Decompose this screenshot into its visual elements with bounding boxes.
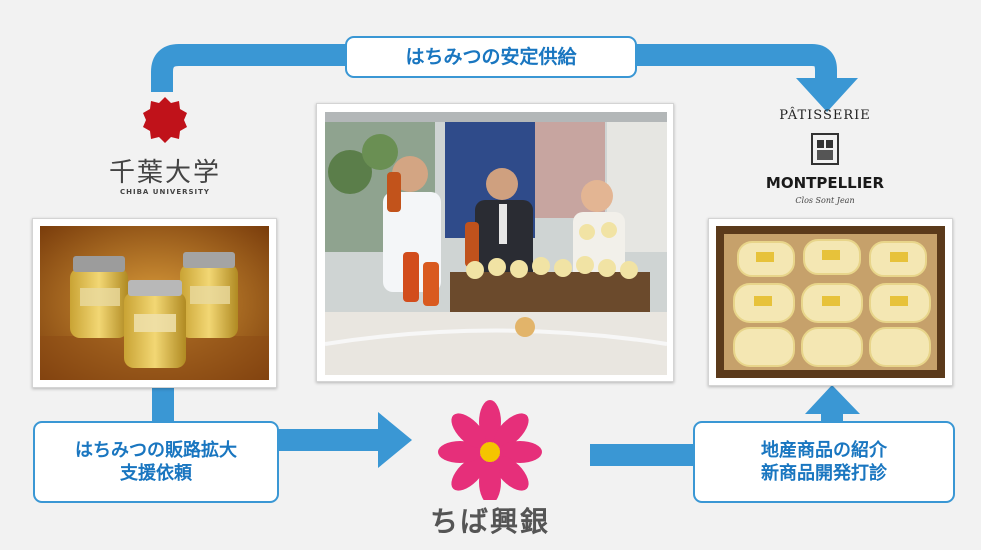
stable-supply-label: はちみつの安定供給 — [345, 36, 637, 78]
chiba-university-emblem — [143, 97, 187, 143]
montpellier-emblem — [811, 133, 839, 165]
sales-expansion-request-label: はちみつの販路拡大 支援依頼 — [33, 421, 279, 503]
chibakogin-logo: ちば興銀 — [405, 400, 575, 540]
sales-expansion-line1: はちみつの販路拡大 — [75, 439, 237, 461]
top-supply-arrowhead — [796, 78, 858, 112]
montpellier-name: MONTPELLIER — [765, 174, 885, 192]
right-intro-arrowhead — [805, 385, 860, 414]
honey-jars-photo — [32, 218, 277, 388]
local-products-line2: 新商品開発打診 — [761, 463, 887, 484]
chiba-university-logo: 千葉大学 CHIBA UNIVERSITY — [100, 92, 230, 212]
stable-supply-text: はちみつの安定供給 — [405, 45, 577, 68]
montpellier-patisserie: PÂTISSERIE — [779, 108, 871, 123]
local-products-line1: 地産商品の紹介 — [761, 439, 887, 461]
store-event-image — [325, 112, 667, 375]
chiba-university-name-en: CHIBA UNIVERSITY — [119, 188, 211, 196]
sales-expansion-line2: 支援依頼 — [120, 463, 192, 484]
honey-jars-image — [40, 226, 269, 380]
left-request-arrowhead — [378, 412, 412, 468]
montpellier-signature: Clos Sont Jean — [795, 196, 855, 205]
cosmos-flower-icon — [438, 400, 542, 500]
local-products-intro-label: 地産商品の紹介 新商品開発打診 — [693, 421, 955, 503]
montpellier-sweets-photo — [708, 218, 953, 386]
montpellier-logo: PÂTISSERIE MONTPELLIER Clos Sont Jean — [740, 108, 910, 218]
chibakogin-name: ちば興銀 — [429, 505, 550, 538]
store-event-photo — [316, 103, 674, 382]
chiba-university-name-ja: 千葉大学 — [108, 158, 221, 188]
sweets-box-image — [716, 226, 945, 378]
